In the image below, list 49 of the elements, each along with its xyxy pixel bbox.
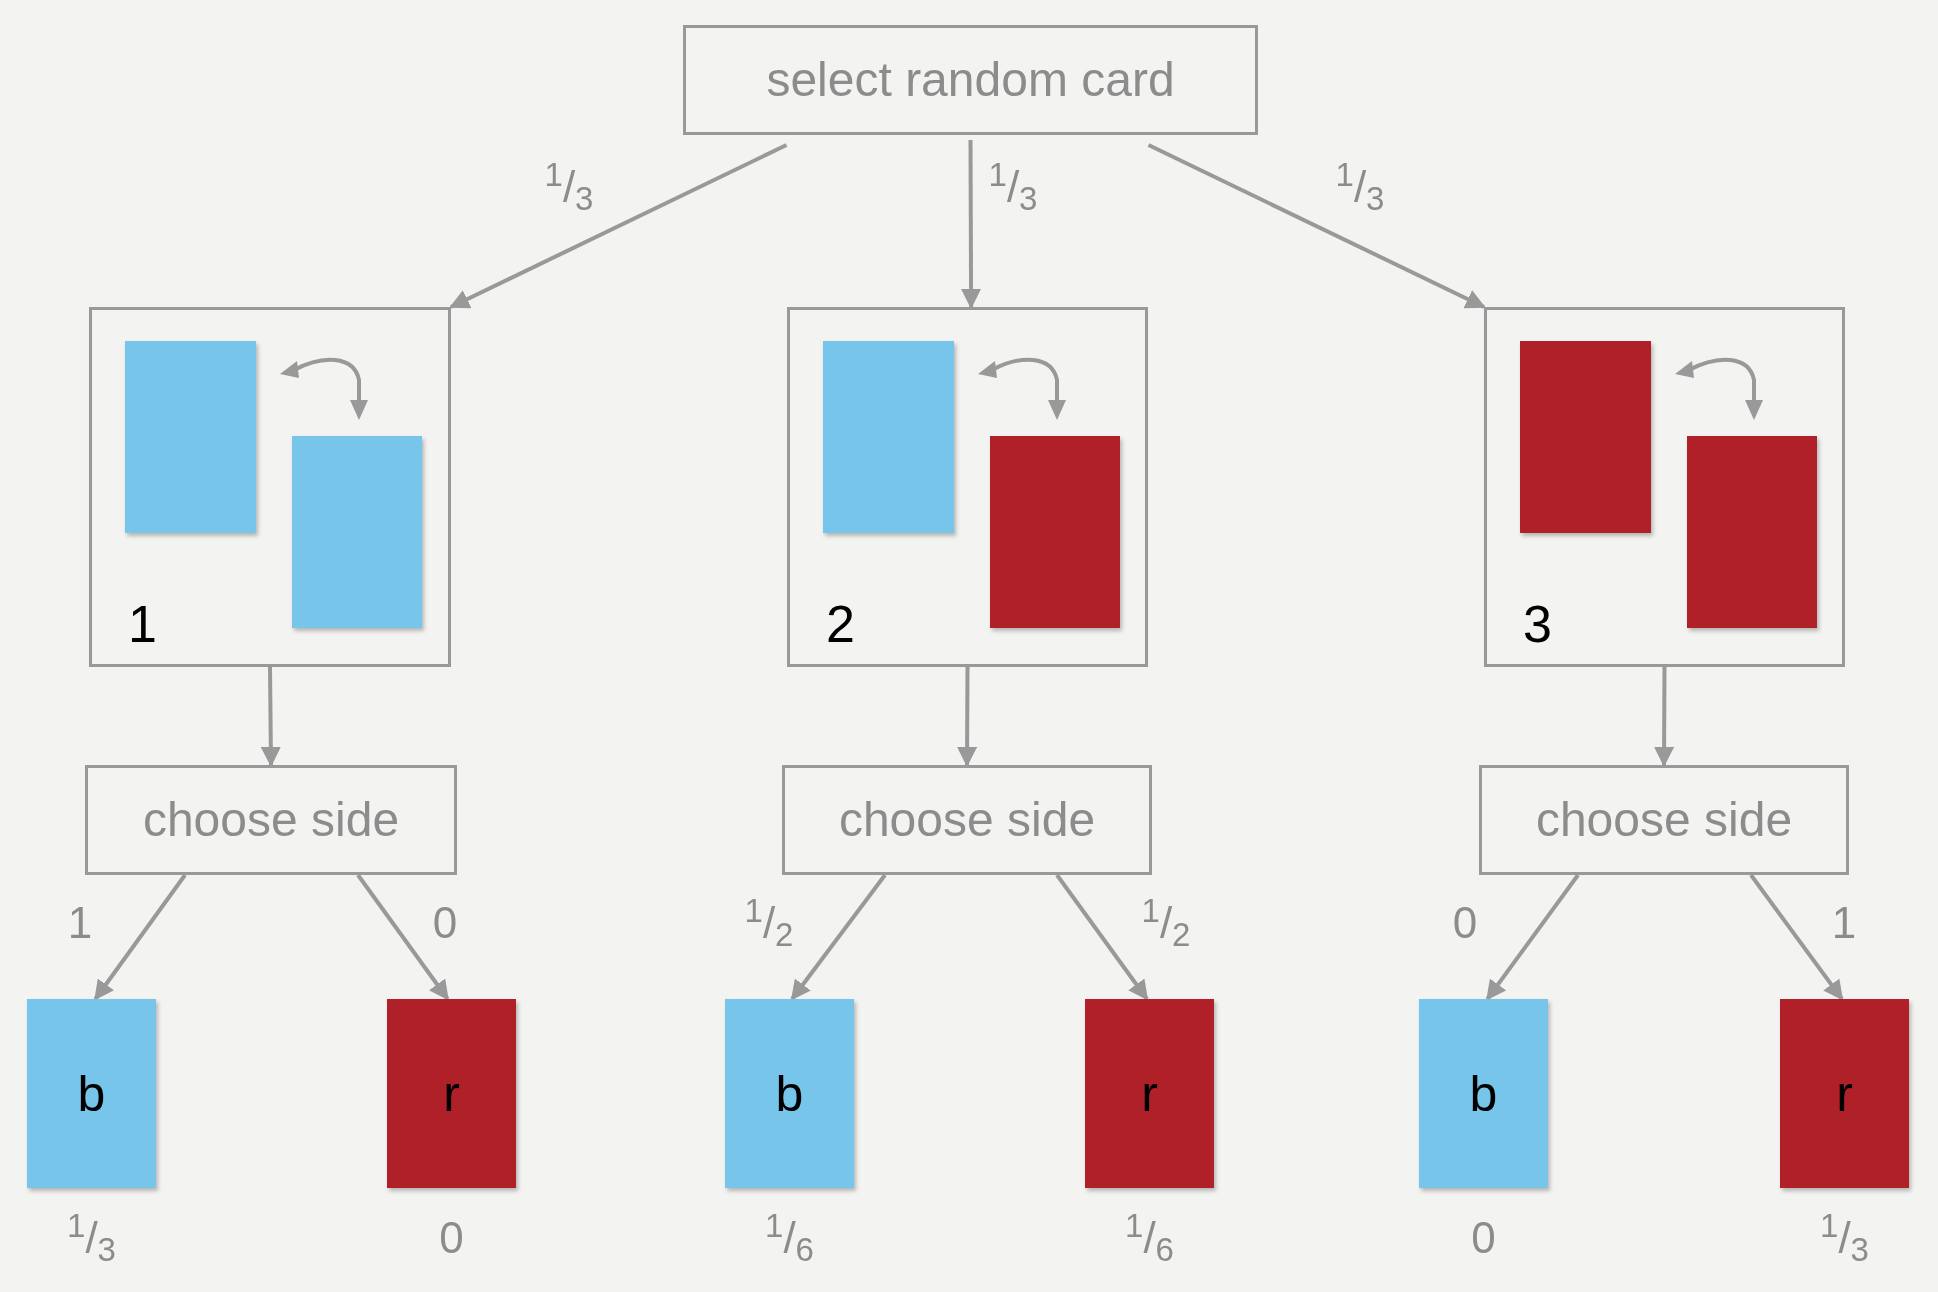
card: [1520, 341, 1651, 533]
arrow: [449, 143, 788, 309]
probability-label: $^{1}$/$_{6}$: [765, 1216, 814, 1260]
card: [125, 341, 256, 533]
edge-label: $^{1}$/$_{3}$: [988, 165, 1038, 209]
arrow: [1749, 873, 1844, 1001]
arrow: [93, 873, 187, 1001]
process-box: choose side: [1479, 765, 1849, 875]
edge-label: $^{1}$/$_{2}$: [1141, 901, 1191, 945]
card: b: [1419, 999, 1548, 1188]
probability-label: $^{1}$/$_{6}$: [1125, 1216, 1174, 1260]
card: b: [725, 999, 854, 1188]
edge-label: $^{1}$/$_{2}$: [744, 901, 794, 945]
edge-label: $^{1}$/$_{3}$: [544, 165, 594, 209]
card-frame: [1484, 307, 1845, 667]
probability-label: $^{1}$/$_{3}$: [67, 1216, 116, 1260]
edge-label: 0: [432, 901, 458, 945]
card: [823, 341, 954, 533]
arrow: [1147, 143, 1486, 309]
arrow: [1654, 667, 1675, 767]
process-box: choose side: [85, 765, 457, 875]
edge-label: 1: [67, 901, 93, 945]
arrow: [1055, 873, 1149, 1001]
card-number: 3: [1523, 595, 1552, 653]
card-frame: [89, 307, 451, 667]
edge-label: $^{1}$/$_{3}$: [1335, 165, 1385, 209]
card-number: 2: [826, 595, 855, 653]
arrow: [957, 667, 978, 767]
process-box: select random card: [683, 25, 1258, 135]
arrow: [356, 873, 450, 1001]
arrow: [961, 140, 982, 309]
arrow: [260, 666, 281, 767]
card-frame: [787, 307, 1148, 667]
card: b: [27, 999, 156, 1188]
card-number: 1: [128, 595, 157, 653]
probability-label: $^{1}$/$_{3}$: [1820, 1216, 1869, 1260]
probability-label: 0: [1471, 1216, 1496, 1260]
arrow: [790, 873, 887, 1001]
card: [990, 436, 1120, 628]
edge-label: 1: [1831, 901, 1857, 945]
edge-label: 0: [1452, 901, 1478, 945]
card: r: [387, 999, 516, 1188]
card: [292, 436, 422, 628]
process-box: choose side: [782, 765, 1152, 875]
arrow: [1485, 873, 1580, 1001]
probability-label: 0: [439, 1216, 464, 1260]
card: r: [1085, 999, 1214, 1188]
card: [1687, 436, 1817, 628]
card: r: [1780, 999, 1909, 1188]
